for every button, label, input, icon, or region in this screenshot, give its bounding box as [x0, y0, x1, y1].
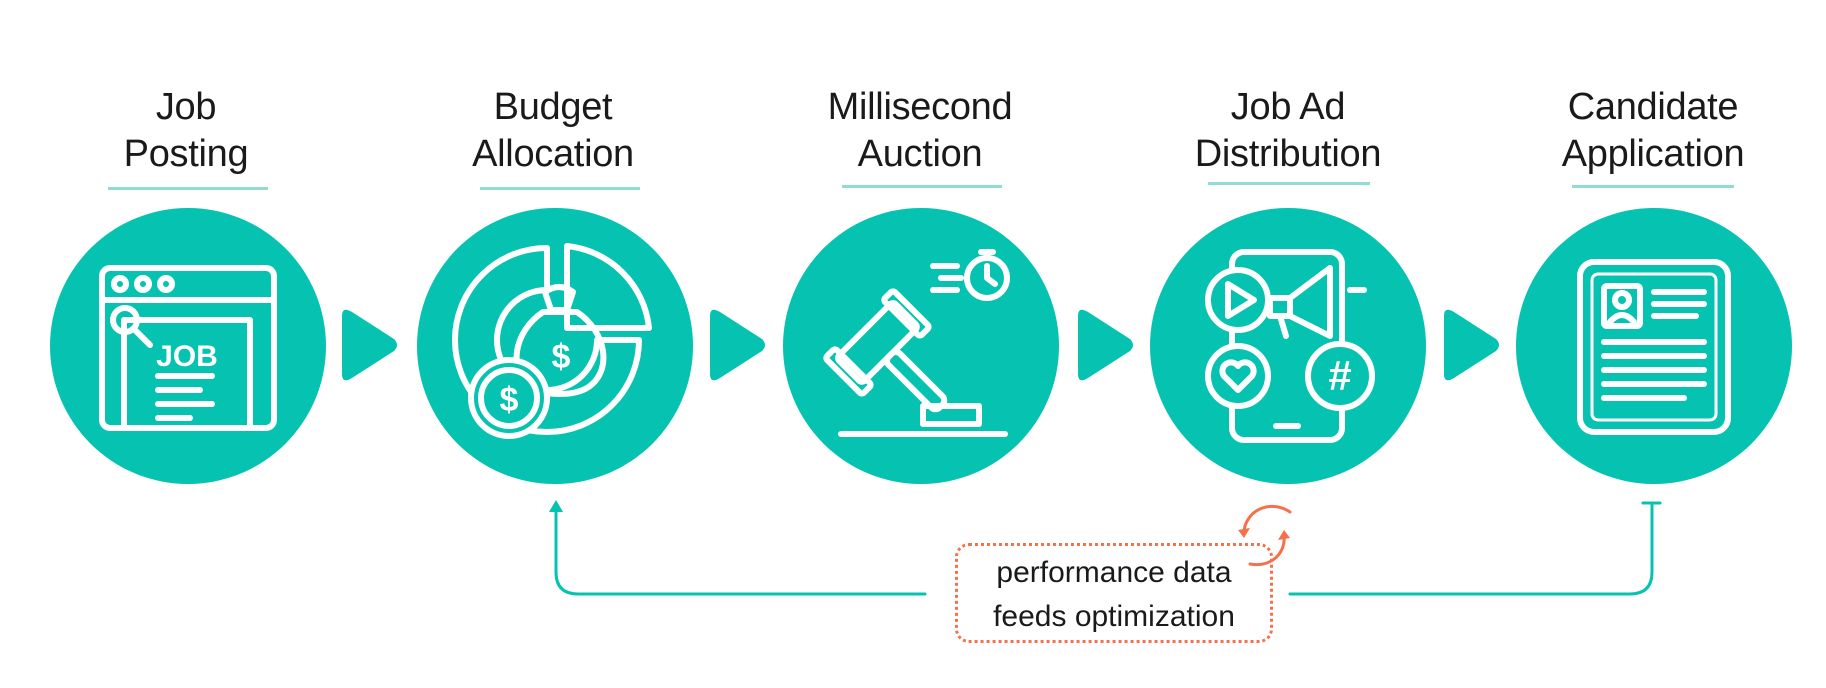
feedback-arrowhead — [549, 500, 563, 512]
job-posting-icon: JOB — [99, 265, 277, 431]
step-title-budget-allocation: Budget Allocation — [423, 84, 683, 178]
step-title-line1: Job — [155, 86, 217, 128]
money-bag-chart-icon: $ $ — [452, 243, 652, 439]
dollar-sign-text: $ — [500, 381, 519, 419]
dollar-sign-text: $ — [552, 338, 571, 376]
step-title-line1: Budget — [493, 86, 613, 128]
feedback-label-box: performance data feeds optimization — [955, 543, 1273, 643]
step-circle-millisecond-auction — [783, 208, 1059, 484]
title-underline — [480, 187, 640, 190]
step-title-line2: Application — [1561, 133, 1745, 175]
step-title-line1: Millisecond — [827, 86, 1013, 128]
feedback-text-line1: performance data — [996, 556, 1232, 589]
step-title-line2: Distribution — [1194, 133, 1382, 175]
flow-arrow — [1440, 306, 1502, 384]
step-title-line2: Auction — [857, 133, 983, 175]
social-media-phone-icon: # — [1205, 249, 1375, 443]
step-title-millisecond-auction: Millisecond Auction — [790, 84, 1050, 178]
refresh-cycle-icon — [1238, 504, 1292, 567]
step-title-candidate-application: Candidate Application — [1523, 84, 1783, 178]
step-circle-job-posting: JOB — [50, 208, 326, 484]
gavel-stopwatch-icon — [823, 249, 1010, 437]
title-underline — [842, 185, 1002, 188]
flow-arrow — [706, 306, 768, 384]
step-title-job-ad-distribution: Job Ad Distribution — [1158, 84, 1418, 178]
title-underline — [108, 187, 268, 190]
step-circle-job-ad-distribution: # — [1150, 208, 1426, 484]
resume-icon — [1577, 259, 1731, 435]
feedback-text-line2: feeds optimization — [993, 600, 1235, 633]
flow-arrow — [338, 306, 400, 384]
step-title-line2: Posting — [123, 133, 249, 175]
hashtag-text: # — [1328, 352, 1351, 399]
step-circle-candidate-application — [1516, 208, 1792, 484]
step-title-line2: Allocation — [472, 133, 634, 175]
title-underline — [1208, 182, 1370, 185]
step-title-job-posting: Job Posting — [56, 84, 316, 178]
flow-arrow — [1074, 306, 1136, 384]
job-label-text: JOB — [156, 340, 218, 373]
title-underline — [1572, 185, 1734, 188]
step-circle-budget-allocation: $ $ — [417, 208, 693, 484]
step-title-line1: Candidate — [1567, 86, 1739, 128]
step-title-line1: Job Ad — [1230, 86, 1346, 128]
